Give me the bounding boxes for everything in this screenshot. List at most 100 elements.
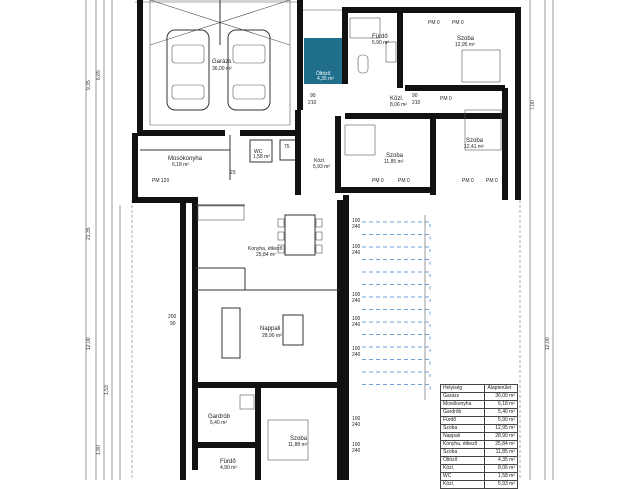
room-name-gardrob: Gardrób [208,414,231,420]
dim-label-4: 12,00 [86,337,92,350]
car-right [227,29,271,111]
room-area-kozl-mid: 5,93 m² [313,164,330,170]
living-block [180,195,349,480]
room-name-halo3: Szoba [466,138,484,144]
window-w100-3: 100 [352,292,361,298]
legend-room-name: Öltöző [439,456,486,465]
room-area-oltozo: 4,35 m² [317,76,334,82]
room-area-furdo-bottom: 4,90 m² [220,465,237,471]
opening-w210-b: 210 [412,100,421,106]
legend-room-name: Mosókonyha [439,400,486,409]
room-area-halo2: 11,85 m² [384,159,404,165]
legend-row: Közl.5,93 m² [439,480,518,489]
opening-w90-c: 90 [170,321,176,327]
heating-loop [362,221,431,227]
room-area-gardrob: 5,40 m² [210,420,227,426]
opening-w23: 23 [230,170,236,176]
opening-pm-5: PM 0 [398,178,410,184]
room-area-wc: 1,58 m² [253,154,270,160]
legend-room-area: 1,58 m² [484,472,518,481]
legend-room-area: 11,85 m² [484,448,518,457]
window-w240-7: 240 [352,448,361,454]
room-name-szoba-bottom: Szoba [290,436,308,442]
heating-loop [362,384,431,390]
opening-w200: 200 [168,314,177,320]
oltozo-highlight [304,38,342,84]
window-w240-1: 240 [352,224,361,230]
room-area-furdo-top: 5,90 m² [372,40,389,46]
heating-loop [362,359,431,365]
room-name-halo1: Szoba [457,36,475,42]
window-w100-1: 100 [352,218,361,224]
heating-loop [362,321,431,327]
room-name-konyha: Konyha, étkező [248,246,283,252]
car-left [166,29,210,111]
window-w240-4: 240 [352,322,361,328]
dim-label-8: 12,00 [545,337,551,350]
legend-room-name: Gardrób [439,408,486,417]
opening-w90-b: 90 [412,93,418,99]
opening-pm-6: PM 0 [462,178,474,184]
legend-room-area: 28,90 m² [484,432,518,441]
opening-pm-4: PM 0 [372,178,384,184]
opening-pm-1: PM 0 [428,20,440,26]
legend-room-area: 12,95 m² [484,424,518,433]
window-w100-5: 100 [352,346,361,352]
room-area-halo3: 12,41 m² [464,144,484,150]
opening-pm120: PM 120 [152,178,169,184]
room-name-wc: WC [254,149,263,155]
window-w240-6: 240 [352,422,361,428]
room-area-garazs: 36,00 m² [212,66,232,72]
dim-label-7: 7,00 [530,100,536,110]
legend-room-name: Fürdő [439,416,486,425]
corridor-block [249,133,301,195]
legend-room-name: Konyha, étkező [439,440,486,449]
legend-room-name: Közl. [439,464,486,473]
heating-loop [362,234,431,240]
window-w240-3: 240 [352,298,361,304]
window-w100-2: 100 [352,244,361,250]
opening-pm-3: PM 0 [440,96,452,102]
legend-room-name: Szoba [439,424,486,433]
room-area-mosokonyha: 6,18 m² [172,162,189,168]
legend-room-area: 6,18 m² [484,400,518,409]
east-windows: 100 240 100 240 100 240 100 240 100 240 … [352,218,361,454]
legend-room-name: Nappali [439,432,486,441]
room-area-halo1: 12,95 m² [455,42,475,48]
dim-label-3: 21,35 [86,227,92,240]
dim-label-6: 1,53 [104,385,110,395]
heating-loop [362,246,431,252]
opening-w210-a: 210 [308,100,317,106]
window-w240-5: 240 [352,352,361,358]
room-name-halo2: Szoba [386,153,404,159]
room-name-kozl-top: Közl. [390,96,404,102]
room-area-szoba-bottom: 11,88 m² [288,442,308,448]
legend-room-area: 5,90 m² [484,416,518,425]
window-w100-7: 100 [352,442,361,448]
dim-label-5: 1,90 [96,445,102,455]
heating-loop [362,334,431,340]
heating-loop [362,296,431,302]
window-w100-6: 100 [352,416,361,422]
terrace-heating-grid [362,215,431,400]
room-name-kozl-mid: Közl. [314,158,325,164]
legend-header-area: Alapterület [484,384,518,393]
legend-room-area: 36,00 m² [484,392,518,401]
heating-loop [362,371,431,377]
legend-room-area: 5,93 m² [484,480,518,489]
room-name-oltozo: Öltöző [316,70,331,77]
room-area-nappali: 28,90 m² [262,333,282,339]
opening-w75: 75 [284,144,290,150]
dim-label-1: 9,35 [86,80,92,90]
heating-loop [362,259,431,265]
opening-w90-a: 90 [310,93,316,99]
